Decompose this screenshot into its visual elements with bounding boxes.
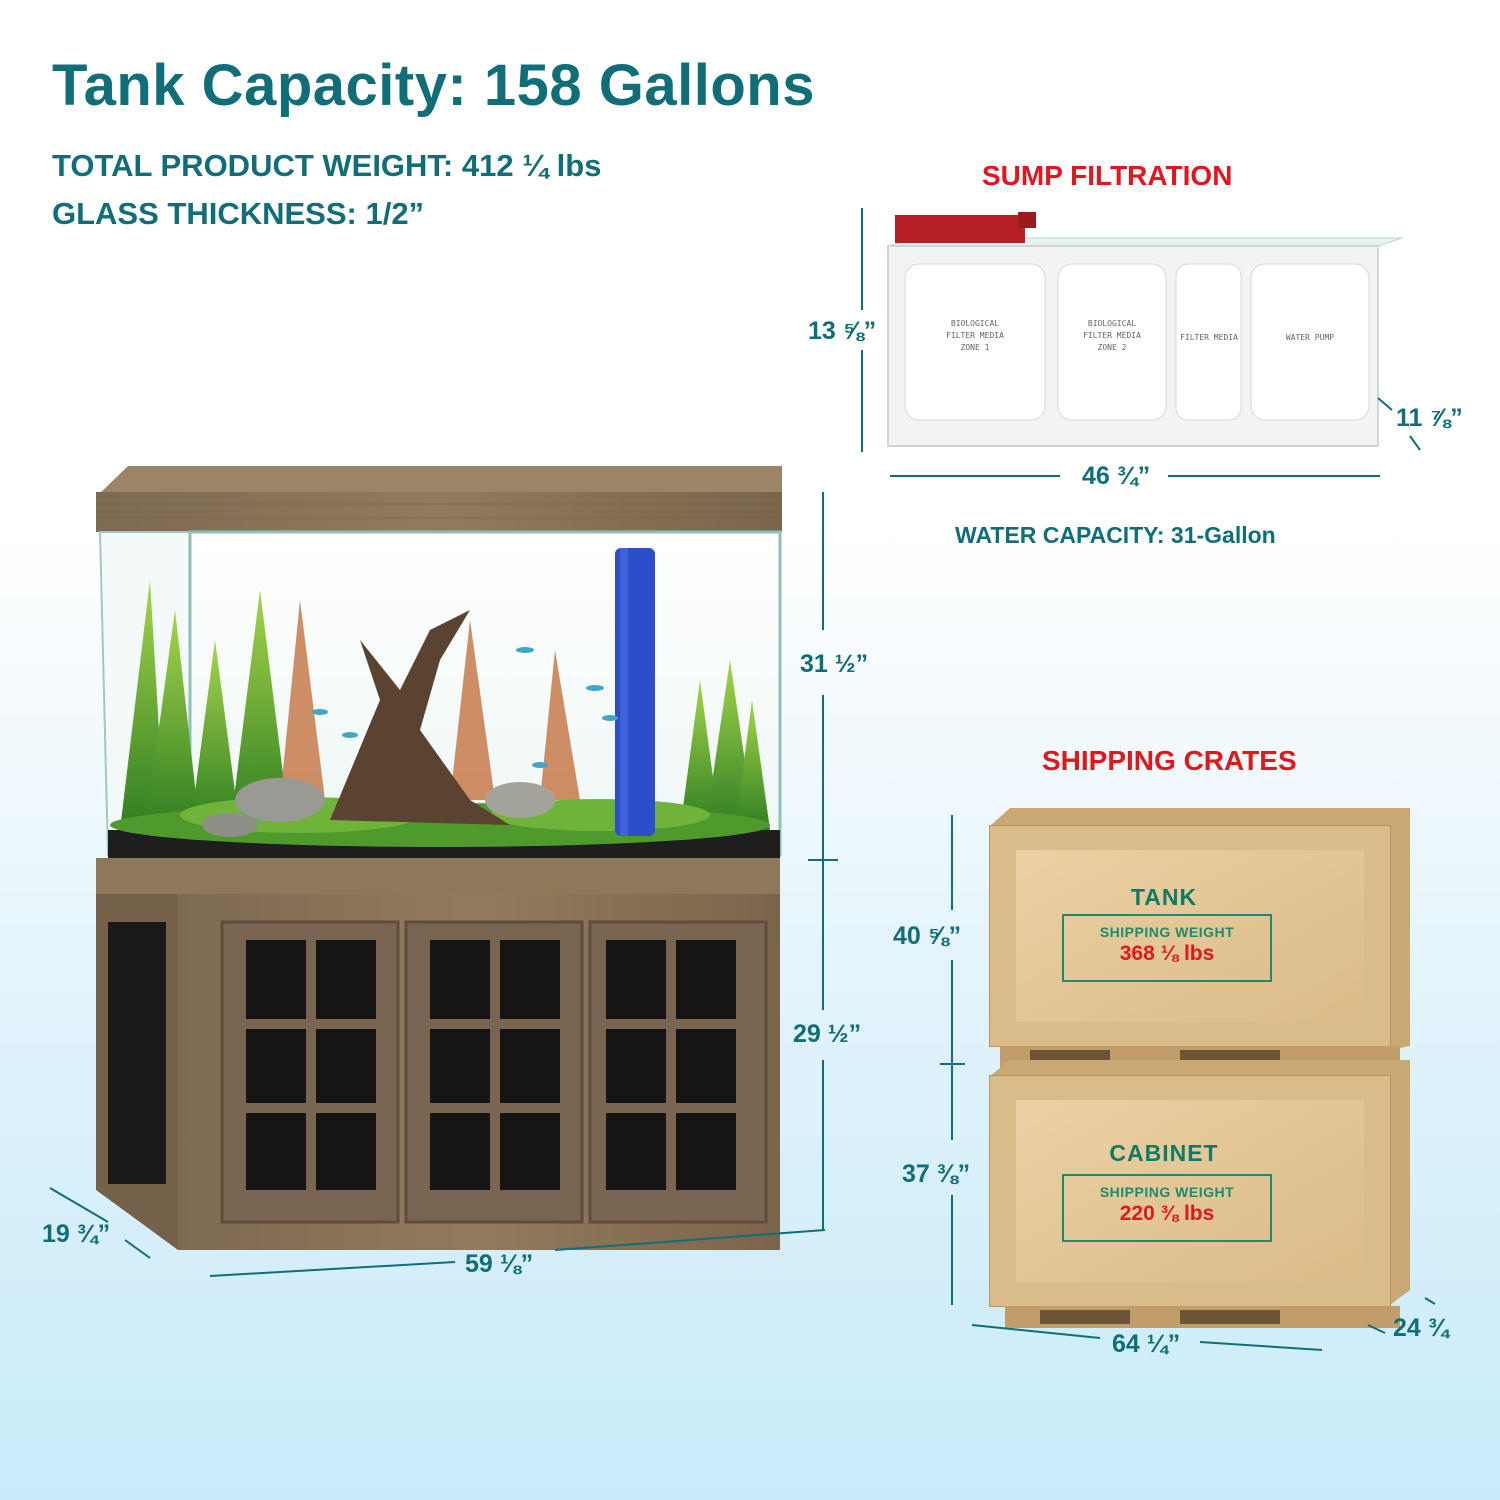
crate-tank-height-label: 40 ⅝” xyxy=(893,922,962,950)
aquarium-plants xyxy=(120,580,770,830)
sump-width-label: 46 ¾” xyxy=(1082,462,1151,490)
sump-water-capacity: WATER CAPACITY: 31-Gallon xyxy=(955,522,1276,548)
sump-zone-3: FILTER MEDIA xyxy=(1180,333,1238,342)
sump-zone-4: WATER PUMP xyxy=(1285,333,1335,342)
crate-tank-ship-title: SHIPPING WEIGHT xyxy=(1099,924,1235,940)
sump-heading: SUMP FILTRATION xyxy=(982,160,1233,191)
tank-width-label: 59 ⅛” xyxy=(465,1250,534,1278)
crate-tank-label: TANK xyxy=(1130,884,1198,910)
tank-depth-label: 19 ¾” xyxy=(42,1220,111,1248)
crate-tank-ship-weight: 368 ⅛ lbs xyxy=(1119,942,1215,965)
sump-illustration xyxy=(887,212,1403,447)
driftwood xyxy=(330,610,510,825)
rock xyxy=(485,782,555,818)
sump-zone-2: BIOLOGICAL FILTER MEDIA ZONE 2 xyxy=(1083,319,1141,352)
sump-zone-1: BIOLOGICAL FILTER MEDIA ZONE 1 xyxy=(946,319,1004,352)
sump-filter-tray xyxy=(895,215,1025,243)
sump-depth-label: 11 ⅞” xyxy=(1396,404,1463,432)
tank-height-label: 31 ½” xyxy=(800,650,869,678)
shipping-crates xyxy=(989,808,1410,1328)
crate-cabinet-shipping-box: SHIPPING WEIGHT 220 ⅜ lbs xyxy=(1062,1174,1272,1242)
rock xyxy=(235,778,325,822)
crate-width-label: 64 ¼” xyxy=(1112,1330,1181,1358)
sump-dimension-lines xyxy=(861,208,1421,477)
crate-cabinet-label: CABINET xyxy=(1109,1140,1219,1166)
rock xyxy=(202,813,258,837)
crate-depth-label: 24 ¾ xyxy=(1393,1314,1449,1342)
tank-dimension-lines xyxy=(49,492,838,1277)
cabinet-height-label: 29 ½” xyxy=(793,1020,862,1048)
crate-cabinet-ship-title: SHIPPING WEIGHT xyxy=(1099,1184,1235,1200)
crate-cabinet-height-label: 37 ⅜” xyxy=(902,1160,971,1188)
total-weight: TOTAL PRODUCT WEIGHT: 412 ¼ lbs xyxy=(52,148,602,183)
crates-heading: SHIPPING CRATES xyxy=(1042,745,1297,776)
cabinet-doors xyxy=(220,920,768,1224)
crate-cabinet-ship-weight: 220 ⅜ lbs xyxy=(1119,1202,1215,1225)
page-title: Tank Capacity: 158 Gallons xyxy=(52,53,815,118)
glass-thickness: GLASS THICKNESS: 1/2” xyxy=(52,196,425,231)
sump-height-label: 13 ⅝” xyxy=(808,317,877,345)
fish xyxy=(312,647,618,768)
tank-hood xyxy=(96,492,782,532)
crate-dimension-lines xyxy=(940,815,1436,1351)
tank-hood-top xyxy=(96,466,782,497)
cabinet-top xyxy=(96,858,780,894)
crate-tank-shipping-box: SHIPPING WEIGHT 368 ⅛ lbs xyxy=(1062,914,1272,982)
